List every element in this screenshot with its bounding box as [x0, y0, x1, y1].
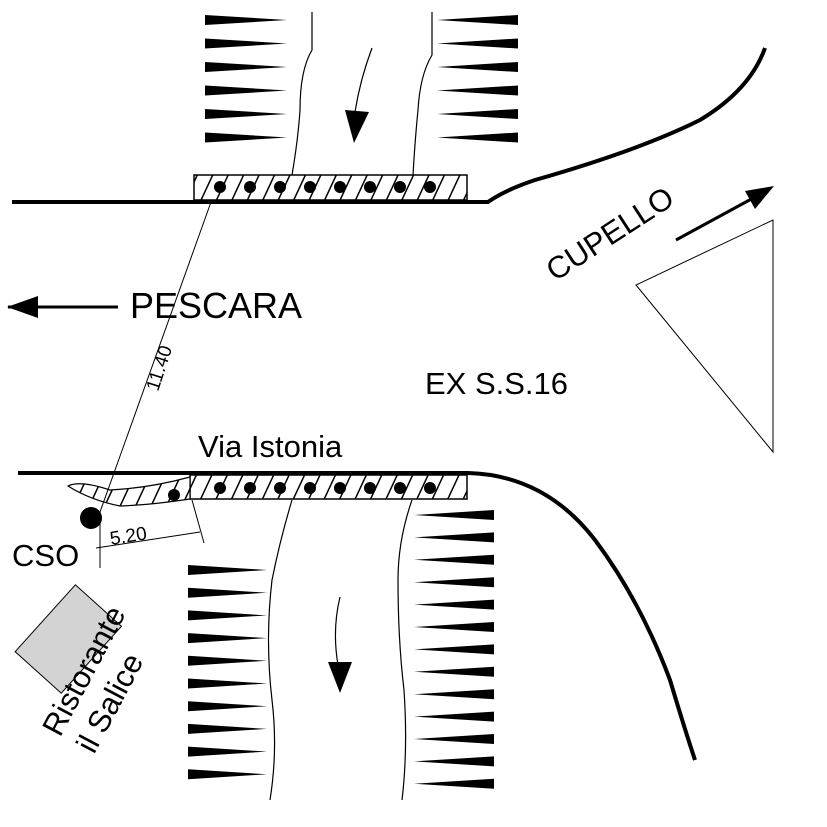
slope-symbol: [205, 62, 287, 72]
culvert-top: [193, 174, 468, 201]
slope-symbol: [414, 644, 494, 655]
slope-symbol: [205, 109, 287, 119]
label-pescara: PESCARA: [130, 285, 302, 326]
dimension-label-short: 5.20: [108, 523, 148, 550]
slope-symbol: [414, 711, 494, 722]
slope-symbol: [437, 109, 518, 119]
road-edge-top: [12, 47, 767, 204]
arrow-to-cupello: [675, 195, 756, 242]
arrow-to-cupello-head: [745, 186, 774, 209]
slope-symbol: [437, 15, 518, 25]
bottom-side-street-left-edge: [267, 499, 293, 801]
slope-symbol: [437, 85, 518, 96]
slope-symbol: [188, 723, 267, 734]
label-road: EX S.S.16: [425, 366, 568, 401]
road-edge-bottom: [18, 471, 697, 761]
slope-symbol: [414, 756, 494, 767]
bottom-side-street-right-edge: [397, 499, 413, 801]
flow-arrow-top: [354, 47, 373, 113]
slope-symbol: [205, 15, 287, 25]
slope-symbol: [205, 132, 287, 143]
slope-symbol: [188, 610, 267, 621]
slope-symbol: [437, 38, 518, 49]
flow-arrow-bottom: [334, 596, 341, 666]
label-street: Via Istonia: [198, 429, 343, 464]
slope-symbol: [414, 622, 494, 632]
cso-point: [80, 507, 102, 529]
arrow-to-pescara-head: [7, 296, 38, 318]
slope-symbol: [205, 38, 287, 49]
flow-arrow-bottom-head: [328, 662, 352, 693]
top-side-street-left-edge: [291, 12, 313, 176]
dimension-label-diagonal: 11.40: [143, 343, 177, 393]
slope-symbol: [414, 666, 494, 677]
dimension-line-short: [95, 531, 201, 549]
slope-symbol: [414, 510, 494, 520]
slope-symbol: [414, 778, 494, 789]
embankment-slopes: [188, 15, 518, 789]
slope-symbol: [414, 599, 494, 610]
culvert-inlet: [66, 476, 191, 507]
slope-symbol: [188, 633, 267, 644]
top-side-street-right-edge: [412, 12, 433, 176]
slope-symbol: [414, 734, 494, 744]
dimension-line-short-tick: [191, 499, 205, 544]
slope-symbol: [205, 85, 287, 96]
flow-arrow-top-head: [345, 110, 369, 143]
slope-symbol: [414, 577, 494, 588]
restaurant-building: [14, 584, 123, 694]
label-cso: CSO: [12, 538, 79, 573]
slope-symbol: [414, 532, 494, 543]
slope-symbol: [188, 565, 267, 575]
slope-symbol: [437, 62, 518, 72]
slope-symbol: [414, 689, 494, 700]
culvert-bottom-pipes: [168, 482, 436, 501]
slope-symbol: [188, 701, 267, 712]
culvert-top-pipes: [214, 181, 436, 193]
traffic-island: [635, 219, 774, 454]
culvert-bottom: [189, 474, 468, 500]
slope-symbol: [188, 746, 267, 757]
slope-symbol: [414, 554, 494, 565]
dimension-line-diagonal: [99, 201, 212, 513]
slope-symbol: [188, 587, 267, 598]
slope-symbol: [437, 132, 518, 143]
slope-symbol: [188, 655, 267, 666]
slope-symbol: [188, 678, 267, 689]
slope-symbol: [188, 769, 267, 780]
label-cupello: CUPELLO: [540, 180, 680, 288]
